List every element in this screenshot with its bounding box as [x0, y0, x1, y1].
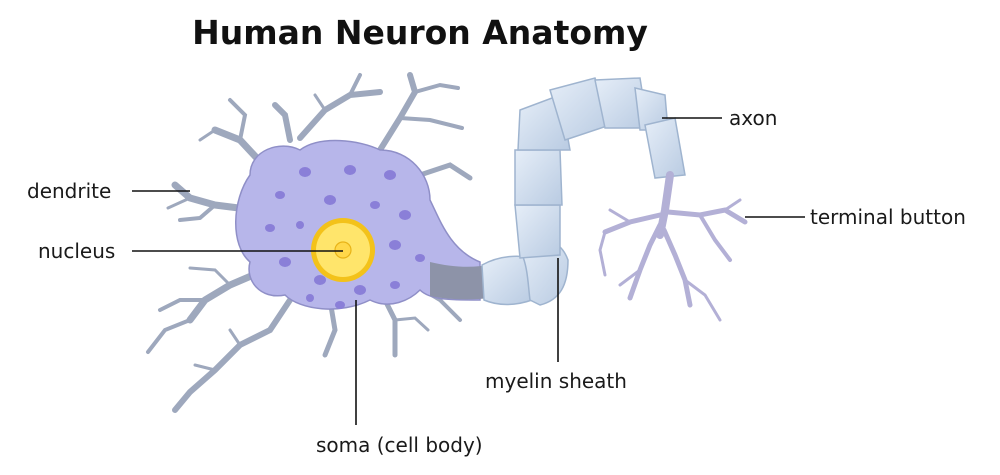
label-terminal-button: terminal button [810, 205, 966, 229]
diagram-title: Human Neuron Anatomy [192, 13, 648, 52]
label-axon: axon [729, 106, 777, 130]
leader-lines [132, 117, 805, 425]
cytoplasm-granules [265, 165, 425, 309]
nucleus [311, 218, 375, 282]
label-soma: soma (cell body) [316, 433, 483, 457]
label-dendrite: dendrite [27, 179, 111, 203]
axon-hillock [430, 262, 492, 300]
axon-terminal [598, 171, 748, 322]
myelin-sheath [481, 77, 686, 306]
label-nucleus: nucleus [38, 239, 115, 263]
dendrites [146, 72, 473, 413]
label-myelin-sheath: myelin sheath [485, 369, 627, 393]
